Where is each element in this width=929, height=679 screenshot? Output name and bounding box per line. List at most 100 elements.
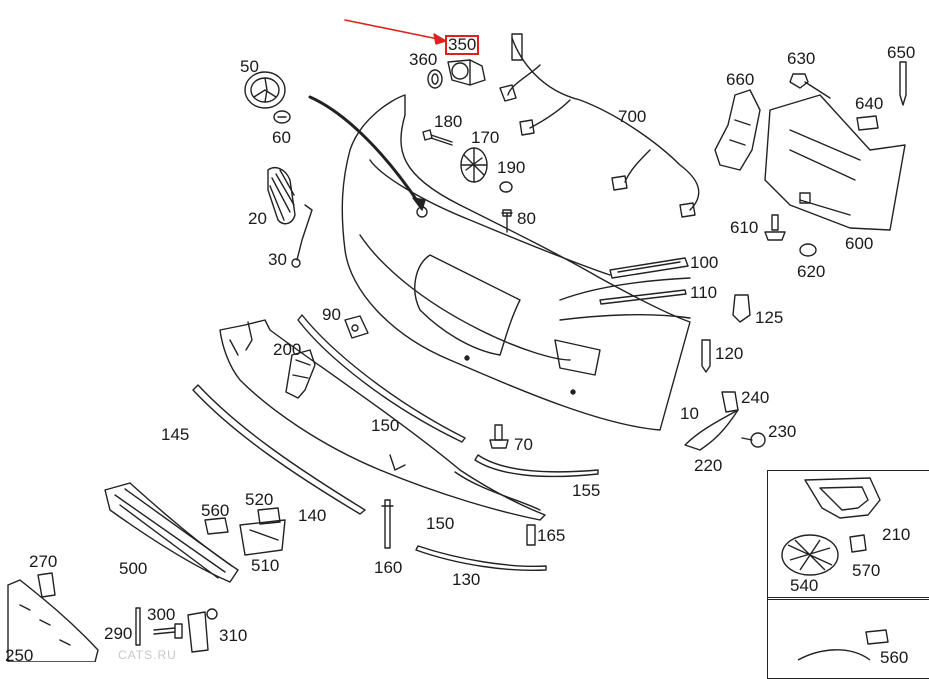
- screw-80[interactable]: [501, 209, 513, 233]
- label-130[interactable]: 130: [452, 570, 481, 589]
- label-270[interactable]: 270: [29, 552, 58, 571]
- label-510[interactable]: 510: [251, 556, 280, 575]
- label-165[interactable]: 165: [537, 526, 566, 545]
- front-bumper-cover[interactable]: [341, 94, 691, 431]
- label-30[interactable]: 30: [268, 250, 287, 269]
- clip-240[interactable]: [721, 391, 739, 413]
- label-200[interactable]: 200: [273, 340, 302, 359]
- clip-190[interactable]: [499, 181, 513, 193]
- label-180[interactable]: 180: [434, 112, 463, 131]
- strip-150[interactable]: [297, 314, 466, 443]
- emblem-base[interactable]: [273, 110, 291, 124]
- clip-560[interactable]: [204, 517, 229, 535]
- label-540[interactable]: 540: [790, 576, 819, 595]
- screw-165[interactable]: [526, 524, 536, 546]
- label-140[interactable]: 140: [298, 506, 327, 525]
- label-560-inset[interactable]: 560: [880, 648, 909, 667]
- lower-trim-150[interactable]: [454, 471, 541, 511]
- parking-sensor-350[interactable]: [447, 59, 486, 86]
- label-145[interactable]: 145: [161, 425, 190, 444]
- molding-145[interactable]: [192, 384, 366, 515]
- bolt-180[interactable]: [422, 129, 453, 146]
- nut-630[interactable]: [789, 73, 831, 99]
- bracket-200[interactable]: [285, 349, 316, 399]
- mount-bracket-660[interactable]: [714, 89, 761, 171]
- clip-640[interactable]: [856, 115, 879, 131]
- pin-650[interactable]: [899, 61, 907, 106]
- nut-620[interactable]: [799, 243, 817, 257]
- label-600[interactable]: 600: [845, 234, 874, 253]
- label-640[interactable]: 640: [855, 94, 884, 113]
- label-50[interactable]: 50: [240, 57, 259, 76]
- label-100[interactable]: 100: [690, 253, 719, 272]
- label-60[interactable]: 60: [272, 128, 291, 147]
- mesh-insert-540[interactable]: [781, 534, 839, 576]
- label-290[interactable]: 290: [104, 624, 133, 643]
- wiring-harness-700[interactable]: [499, 33, 700, 218]
- clip-270[interactable]: [37, 572, 56, 598]
- label-80[interactable]: 80: [517, 209, 536, 228]
- label-155[interactable]: 155: [572, 481, 601, 500]
- label-500[interactable]: 500: [119, 559, 148, 578]
- label-520[interactable]: 520: [245, 490, 274, 509]
- molding-155[interactable]: [474, 454, 599, 478]
- bracket-510[interactable]: [239, 519, 286, 556]
- label-630[interactable]: 630: [787, 49, 816, 68]
- label-660[interactable]: 660: [726, 70, 755, 89]
- label-170[interactable]: 170: [471, 128, 500, 147]
- label-650[interactable]: 650: [887, 43, 916, 62]
- label-230[interactable]: 230: [768, 422, 797, 441]
- grommet-170[interactable]: [460, 147, 488, 183]
- clip-125[interactable]: [732, 294, 751, 323]
- lower-grille-500[interactable]: [104, 482, 239, 583]
- label-20[interactable]: 20: [248, 209, 267, 228]
- label-570[interactable]: 570: [852, 561, 881, 580]
- label-190[interactable]: 190: [497, 158, 526, 177]
- clip-570[interactable]: [849, 534, 867, 553]
- label-300[interactable]: 300: [147, 605, 176, 624]
- bracket-30[interactable]: [291, 204, 313, 268]
- mesh-insert-lower[interactable]: [797, 649, 871, 661]
- label-90[interactable]: 90: [322, 305, 341, 324]
- label-120[interactable]: 120: [715, 344, 744, 363]
- label-620[interactable]: 620: [797, 262, 826, 281]
- bolt-290[interactable]: [135, 607, 141, 646]
- screw-230[interactable]: [741, 432, 766, 448]
- label-70[interactable]: 70: [514, 435, 533, 454]
- trim-strip-110[interactable]: [599, 289, 687, 305]
- strip-130[interactable]: [415, 545, 547, 572]
- clip-90[interactable]: [344, 315, 369, 339]
- bolt-300[interactable]: [153, 623, 183, 639]
- label-150-upper[interactable]: 150: [371, 416, 400, 435]
- grille-insert[interactable]: [267, 167, 296, 225]
- label-700[interactable]: 700: [618, 107, 647, 126]
- label-240[interactable]: 240: [741, 388, 770, 407]
- label-250[interactable]: 250: [5, 646, 34, 665]
- sensor-ring-360[interactable]: [427, 69, 443, 89]
- screw-610[interactable]: [764, 214, 786, 241]
- label-160[interactable]: 160: [374, 558, 403, 577]
- label-220[interactable]: 220: [694, 456, 723, 475]
- screw-70[interactable]: [489, 424, 509, 449]
- label-350[interactable]: 350: [445, 35, 480, 55]
- label-610[interactable]: 610: [730, 218, 759, 237]
- label-125[interactable]: 125: [755, 308, 784, 327]
- lower-spoiler-140[interactable]: [219, 319, 546, 521]
- star-emblem[interactable]: [244, 71, 286, 109]
- bumper-support-600[interactable]: [764, 94, 906, 231]
- bracket-310[interactable]: [187, 608, 218, 653]
- pin-160[interactable]: [381, 499, 394, 549]
- fog-lamp-bezel-210[interactable]: [804, 477, 881, 519]
- label-110[interactable]: 110: [690, 283, 718, 302]
- label-150-lower[interactable]: 150: [426, 514, 455, 533]
- clip-520[interactable]: [257, 507, 281, 525]
- label-560[interactable]: 560: [201, 501, 230, 520]
- label-360[interactable]: 360: [409, 50, 438, 69]
- label-10[interactable]: 10: [680, 404, 699, 423]
- label-310[interactable]: 310: [219, 626, 248, 645]
- trim-strip-100[interactable]: [609, 257, 689, 279]
- screw-120[interactable]: [701, 339, 711, 373]
- label-210[interactable]: 210: [882, 525, 911, 544]
- clip-560-inset[interactable]: [865, 629, 889, 645]
- license-bracket-250[interactable]: [7, 579, 99, 662]
